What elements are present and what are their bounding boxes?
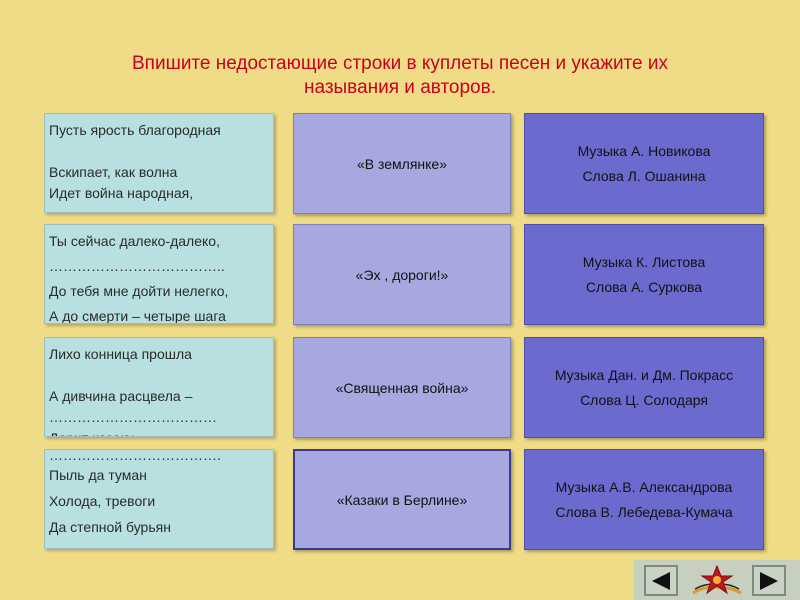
next-slide-button[interactable] [752, 565, 786, 596]
verse-line: Дарит казаку [49, 428, 269, 436]
order-star-emblem-icon [684, 562, 750, 600]
triangle-left-icon [652, 571, 670, 590]
verse-line [49, 365, 269, 386]
verse-card-2: Ты сейчас далеко-далеко, ……………………………….. … [44, 224, 274, 324]
page-title: Впишите недостающие строки в куплеты пес… [60, 52, 740, 100]
song-card-3[interactable]: «Священная война» [293, 337, 511, 438]
author-card-4[interactable]: Музыка А.В. Александрова Слова В. Лебеде… [524, 449, 764, 550]
author-card-1[interactable]: Музыка А. Новикова Слова Л. Ошанина [524, 113, 764, 214]
author-card-3[interactable]: Музыка Дан. и Дм. Покрасс Слова Ц. Солод… [524, 337, 764, 438]
song-card-4[interactable]: «Казаки в Берлине» [293, 449, 511, 550]
author-card-2[interactable]: Музыка К. Листова Слова А. Суркова [524, 224, 764, 325]
verse-line: Идет война народная, [49, 185, 194, 201]
verse-line: Холода, тревоги [49, 493, 156, 509]
previous-slide-button[interactable] [644, 565, 678, 596]
verse-line: Пусть ярость благородная [49, 122, 221, 138]
title-line-1: Впишите недостающие строки в куплеты пес… [132, 53, 668, 74]
verse-line: Вскипает, как волна [49, 164, 178, 180]
lyrics-author: Слова Л. Ошанина [582, 167, 706, 184]
verse-card-4: ………………………………. Пыль да туман Холода, трев… [44, 449, 274, 549]
lyrics-author: Слова Ц. Солодаря [580, 391, 708, 408]
verse-line: Ты сейчас далеко-далеко, [49, 233, 220, 249]
music-author: Музыка Дан. и Дм. Покрасс [554, 366, 734, 383]
verse-line [49, 141, 269, 162]
verse-line: ……………………………….. [49, 258, 225, 274]
verse-card-3: Лихо конница прошла А дивчина расцвела –… [44, 337, 274, 437]
verse-line: …………………………… [49, 204, 269, 212]
song-card-2[interactable]: «Эх , дороги!» [293, 224, 511, 325]
verse-line: Лихо конница прошла [49, 346, 192, 362]
music-author: Музыка А.В. Александрова [555, 478, 733, 495]
verse-line: Да степной бурьян [49, 519, 171, 535]
verse-line: Пыль да туман [49, 467, 147, 483]
music-author: Музыка А. Новикова [577, 142, 711, 159]
verse-line: А до смерти – четыре шага [49, 308, 226, 324]
verse-line: ……………………………… [49, 409, 217, 425]
music-author: Музыка К. Листова [582, 253, 706, 270]
lyrics-author: Слова А. Суркова [585, 278, 703, 295]
lyrics-author: Слова В. Лебедева-Кумача [555, 503, 733, 520]
verse-line: До тебя мне дойти нелегко, [49, 283, 229, 299]
song-card-1[interactable]: «В землянке» [293, 113, 511, 214]
verse-line: А дивчина расцвела – [49, 388, 193, 404]
title-line-2: называния и авторов. [303, 77, 497, 98]
verse-card-1: Пусть ярость благородная Вскипает, как в… [44, 113, 274, 213]
triangle-right-icon [760, 571, 778, 590]
verse-line: ………………………………. [49, 450, 221, 460]
